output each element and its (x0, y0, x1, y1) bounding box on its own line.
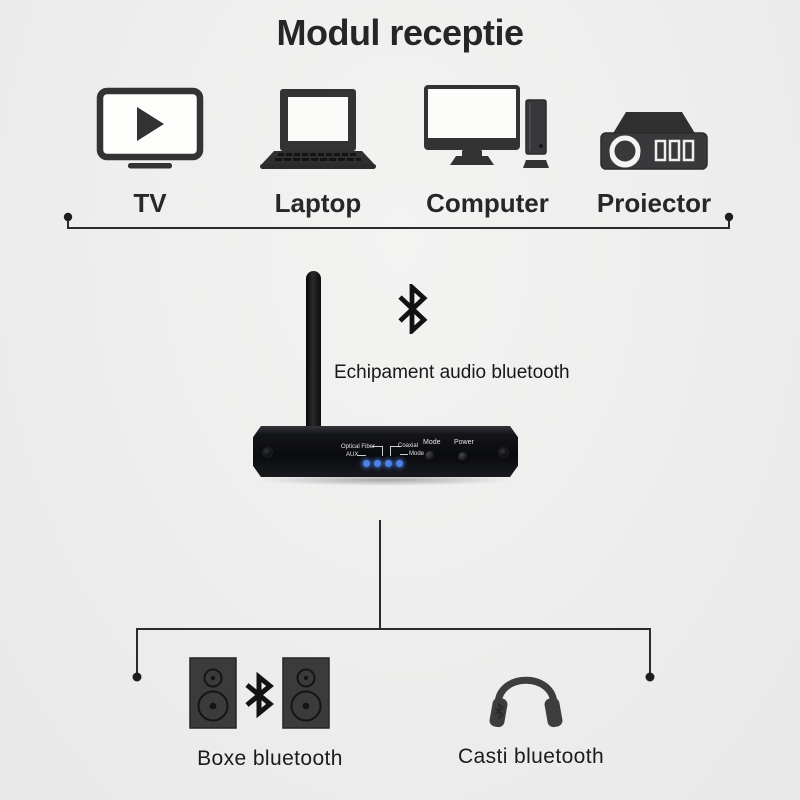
page-title: Modul receptie (276, 12, 524, 53)
bluetooth-icon (398, 284, 428, 334)
receiver-device: Optical Fiber AUX Coaxial Mode Mode Powe… (253, 426, 518, 477)
panel-aux-label: AUX (346, 452, 359, 458)
panel-coaxial-line (400, 454, 408, 455)
output-speakers-label: Boxe bluetooth (197, 747, 343, 770)
source-tv-label: TV (133, 188, 167, 218)
panel-mode-label: Mode (423, 439, 441, 446)
bluetooth-between-speakers-icon (245, 671, 274, 719)
receiver-antenna (306, 271, 321, 428)
source-laptop: Laptop (253, 84, 383, 219)
mode-button (425, 451, 435, 461)
projector-icon (600, 112, 708, 170)
led-indicator (396, 460, 403, 467)
panel-optical-fiber-label: Optical Fiber (341, 444, 376, 450)
led-indicators (363, 460, 403, 467)
source-laptop-label: Laptop (274, 188, 362, 218)
panel-coaxial-label: Coaxial (398, 443, 419, 449)
source-projector-label: Proiector (596, 188, 712, 218)
panel-power-label: Power (454, 439, 474, 446)
sources-connector-bracket (63, 212, 734, 229)
screw-left-icon (262, 447, 273, 458)
panel-coaxial-mode-label: Mode (409, 451, 425, 457)
receiver-caption: Echipament audio bluetooth (334, 362, 570, 383)
output-headphones-label: Casti bluetooth (457, 745, 605, 768)
panel-bracket-right (390, 446, 401, 456)
source-projector: Proiector (590, 84, 718, 219)
receiver-shadow (258, 474, 513, 486)
bluetooth-headphones-icon (489, 676, 563, 728)
bluetooth-speakers-icon (189, 657, 330, 729)
panel-bracket-left (372, 446, 383, 456)
power-button (458, 452, 468, 462)
source-tv: TV (86, 84, 214, 219)
panel-aux-line (357, 455, 366, 456)
tv-icon (96, 87, 204, 169)
receiver-to-outputs-line (379, 520, 381, 629)
led-indicator (363, 460, 370, 467)
computer-icon (423, 85, 549, 168)
laptop-icon (260, 89, 376, 169)
source-computer-label: Computer (426, 188, 549, 218)
outputs-connector-bracket (132, 628, 655, 682)
led-indicator (374, 460, 381, 467)
source-computer: Computer (420, 84, 555, 219)
screw-right-icon (498, 447, 509, 458)
led-indicator (385, 460, 392, 467)
